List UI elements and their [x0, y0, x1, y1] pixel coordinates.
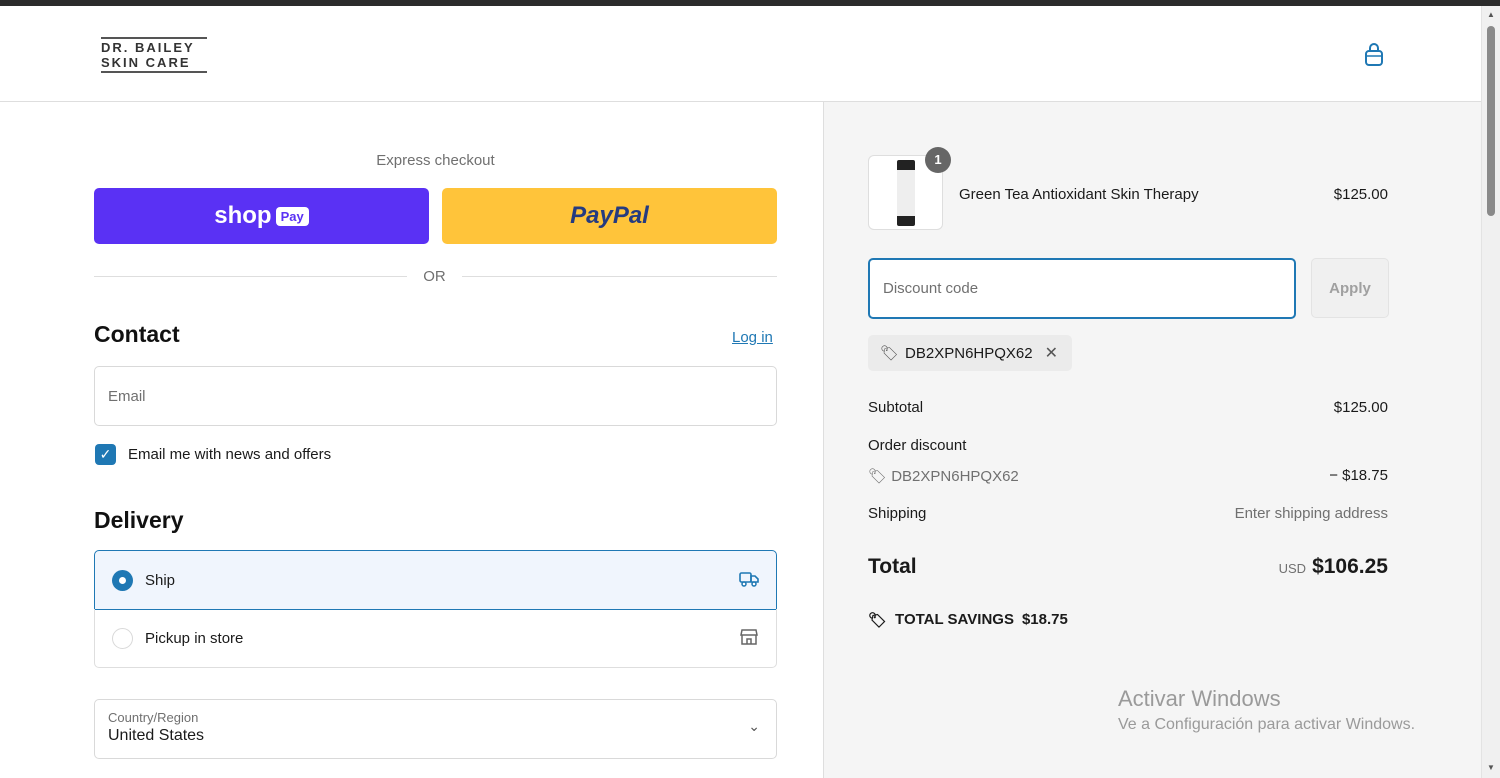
scrollbar-thumb[interactable] [1487, 26, 1495, 216]
express-checkout-label: Express checkout [376, 152, 495, 169]
total-label: Total [868, 555, 917, 578]
shipping-value: Enter shipping address [1234, 505, 1388, 522]
order-discount-row: Order discount [868, 437, 1388, 454]
ship-label: Ship [145, 572, 176, 589]
applied-discount-tag: 🏷︎ DB2XPN6HPQX62 ✕ [868, 335, 1072, 371]
product-thumbnail [868, 155, 943, 230]
logo-line2: SKIN CARE [101, 55, 191, 70]
or-separator: OR [423, 268, 446, 285]
brand-logo[interactable]: DR. BAILEY SKIN CARE [101, 37, 207, 73]
email-field[interactable]: Email [94, 366, 777, 426]
delivery-option-ship[interactable]: Ship [94, 550, 777, 610]
newsletter-checkbox[interactable]: ✓ [95, 444, 116, 465]
shipping-row: Shipping Enter shipping address [868, 505, 1388, 522]
paypal-logo: PayPal [570, 202, 649, 229]
discount-code-text: DB2XPN6HPQX62 [891, 468, 1019, 485]
total-row: Total USD $106.25 [868, 555, 1388, 579]
currency: USD [1278, 561, 1307, 576]
remove-discount-icon[interactable]: ✕ [1044, 345, 1059, 362]
country-value: United States [108, 727, 205, 744]
shop-pay-button[interactable]: shop Pay [94, 188, 429, 244]
logo-line1: DR. BAILEY [101, 40, 195, 55]
shipping-label: Shipping [868, 505, 927, 522]
scrollbar[interactable]: ▲ ▼ [1481, 6, 1500, 778]
quantity-badge: 1 [925, 147, 951, 173]
tag-icon: 🏷︎ [868, 468, 892, 485]
subtotal-value: $125.00 [1333, 399, 1388, 416]
shop-pay-badge: Pay [275, 206, 309, 226]
total-savings: 🏷︎ TOTAL SAVINGS $18.75 [868, 611, 1068, 629]
pickup-label: Pickup in store [145, 630, 244, 647]
shopping-bag-icon[interactable] [1364, 43, 1384, 67]
savings-tag-icon: 🏷︎ [868, 612, 888, 629]
windows-activation-watermark: Activar Windows Ve a Configuración para … [1118, 686, 1415, 734]
subtotal-label: Subtotal [868, 399, 924, 416]
discount-code-input[interactable]: Discount code [868, 258, 1296, 319]
discount-amount: − $18.75 [1329, 467, 1388, 484]
checkout-form: Express checkout shop Pay PayPal OR Cont… [0, 102, 823, 778]
truck-icon [739, 572, 759, 587]
scroll-down-icon[interactable]: ▼ [1487, 763, 1495, 772]
login-link[interactable]: Log in [732, 329, 773, 346]
chevron-down-icon: ⌄ [748, 718, 760, 734]
total-value: $106.25 [1312, 555, 1388, 578]
apply-button[interactable]: Apply [1311, 258, 1389, 318]
order-summary: 1 Green Tea Antioxidant Skin Therapy $12… [823, 102, 1481, 778]
delivery-heading: Delivery [94, 507, 184, 533]
product-price: $125.00 [1333, 186, 1388, 203]
radio-selected[interactable] [112, 570, 133, 591]
product-name: Green Tea Antioxidant Skin Therapy [959, 186, 1199, 203]
watermark-line2: Ve a Configuración para activar Windows. [1118, 716, 1416, 733]
discount-placeholder: Discount code [883, 280, 979, 297]
discount-code-row: 🏷︎ DB2XPN6HPQX62 − $18.75 [868, 467, 1388, 485]
watermark-line1: Activar Windows [1118, 686, 1281, 711]
shop-pay-text: shop [214, 202, 272, 229]
contact-heading: Contact [94, 321, 180, 347]
tag-icon: 🏷︎ [880, 345, 900, 362]
savings-value: $18.75 [1021, 611, 1068, 628]
subtotal-row: Subtotal $125.00 [868, 399, 1388, 416]
applied-code: DB2XPN6HPQX62 [905, 344, 1033, 362]
radio-unselected[interactable] [112, 628, 133, 649]
scroll-up-icon[interactable]: ▲ [1487, 10, 1495, 19]
divider [462, 276, 777, 277]
delivery-option-pickup[interactable]: Pickup in store [94, 609, 777, 668]
window-top-bar [0, 0, 1500, 6]
country-label: Country/Region [108, 710, 199, 725]
header: DR. BAILEY SKIN CARE [0, 6, 1481, 102]
newsletter-label: Email me with news and offers [128, 446, 332, 463]
paypal-button[interactable]: PayPal [442, 188, 777, 244]
savings-label: TOTAL SAVINGS [895, 611, 1014, 628]
store-icon [740, 629, 758, 645]
order-discount-label: Order discount [868, 437, 967, 454]
email-placeholder: Email [108, 387, 146, 405]
divider [94, 276, 407, 277]
country-select[interactable]: Country/Region United States ⌄ [94, 699, 777, 759]
